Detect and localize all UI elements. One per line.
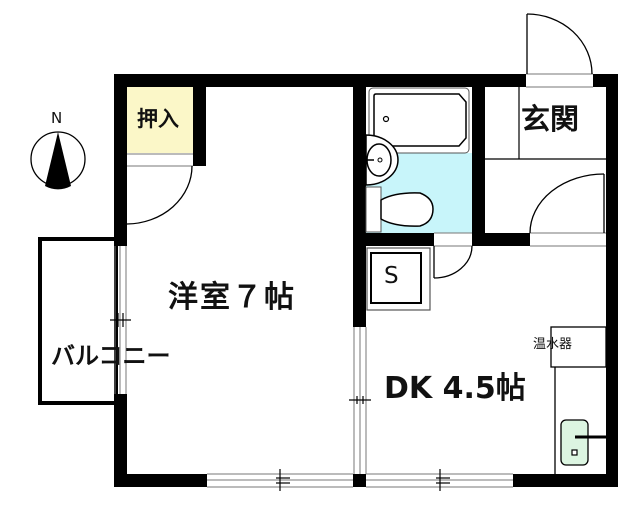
outer-walls [114,74,618,487]
entrance-label: 玄関 [521,102,580,136]
north-arrow-icon [30,131,86,190]
dining-kitchen-label: DK 4.5帖 [384,371,526,406]
kitchen-counter [550,326,607,474]
closet-door [127,153,193,167]
entrance-area [485,87,606,160]
entrance-door [526,13,593,88]
toilet [365,186,434,233]
closet-area [127,87,193,153]
kitchen-sink [560,419,606,466]
balcony-label: バルコニー [51,342,171,370]
closet-label: 押入 [137,107,179,131]
interior-walls [193,87,530,327]
wash-basin [365,134,399,186]
western-room-label: 洋室７帖 [168,280,296,315]
compass-label: N [51,109,63,127]
door-arc-closet [126,165,193,225]
door-arc-bathroom [433,245,473,279]
storage-box [366,247,431,311]
balcony-outline [38,237,118,405]
water-heater-label: 温水器 [533,337,573,352]
entrance-inner-door [529,173,606,247]
storage-label: S [384,263,399,289]
bathtub [368,87,470,154]
